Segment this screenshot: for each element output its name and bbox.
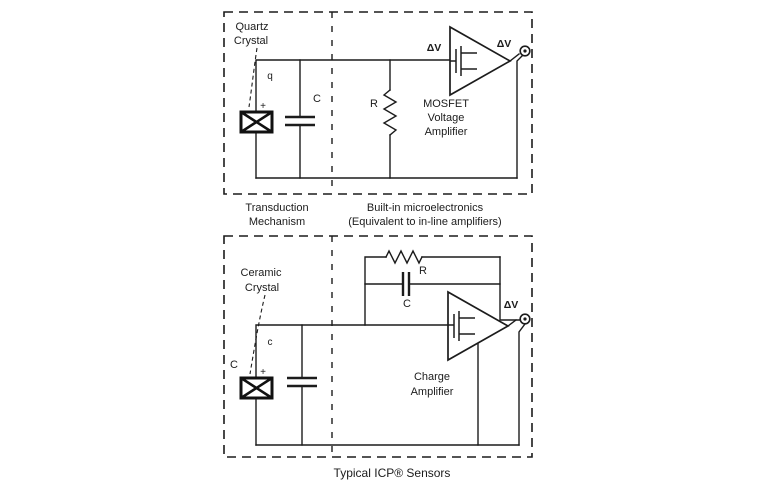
wire xyxy=(255,324,449,379)
quartz-leader-line xyxy=(248,47,258,108)
feedback-capacitor-symbol xyxy=(401,272,411,296)
bottom-wires xyxy=(255,256,526,446)
amp-name-line2: Voltage xyxy=(428,112,465,124)
quartz-crystal-symbol xyxy=(239,110,274,134)
amp-name-line2: Amplifier xyxy=(411,386,454,398)
ceramic-label-line1: Ceramic xyxy=(241,267,282,279)
terminal-dot xyxy=(523,317,527,321)
amp-name-line1: MOSFET xyxy=(423,98,469,110)
polarity-plus: + xyxy=(260,101,266,112)
amp-input-deltaV: ΔV xyxy=(427,42,442,54)
wire xyxy=(255,59,451,113)
amp-name-line1: Charge xyxy=(414,371,450,383)
bottom-dashed-box xyxy=(223,235,533,458)
feedback-resistor-symbol xyxy=(385,249,423,265)
wire xyxy=(509,53,520,62)
bottom-panel: Ceramic Crystal c C + R C ΔV Charge Ampl… xyxy=(223,235,533,458)
wire xyxy=(516,55,523,179)
caption-microelectronics-line1: Built-in microelectronics xyxy=(367,202,484,214)
amp-name-line3: Amplifier xyxy=(425,126,468,138)
wire xyxy=(518,323,526,446)
top-dashed-box xyxy=(223,11,533,195)
amp-output-deltaV: ΔV xyxy=(497,38,512,50)
mosfet-amplifier-symbol xyxy=(449,25,512,97)
feedback-capacitor-label: C xyxy=(403,298,411,310)
charge-c-label: c xyxy=(268,337,273,348)
output-terminal xyxy=(519,45,531,57)
caption-microelectronics-line2: (Equivalent to in-line amplifiers) xyxy=(348,216,501,228)
ceramic-crystal-symbol xyxy=(239,376,274,400)
resistor-label: R xyxy=(370,98,378,110)
figure-title: Typical ICP® Sensors xyxy=(334,466,451,480)
top-wires xyxy=(255,53,523,179)
top-panel: Quartz Crystal q + C R ΔV ΔV MOSFET Volt… xyxy=(223,11,533,195)
wire xyxy=(499,256,521,321)
feedback-resistor-label: R xyxy=(419,265,427,277)
quartz-label-line1: Quartz xyxy=(235,21,268,33)
crystal-capacitance-label: C xyxy=(230,359,238,371)
crystal-x-mark xyxy=(240,110,273,134)
amp-output-deltaV: ΔV xyxy=(504,299,519,311)
crystal-capacitor-symbol xyxy=(287,376,317,388)
polarity-plus: + xyxy=(260,367,266,378)
capacitor-symbol xyxy=(285,115,315,127)
wire xyxy=(507,319,517,327)
terminal-dot xyxy=(523,49,527,53)
caption-transduction-line1: Transduction xyxy=(245,202,308,214)
charge-q-label: q xyxy=(267,71,273,82)
section-captions: Transduction Mechanism Built-in microele… xyxy=(245,202,501,228)
charge-amplifier-symbol xyxy=(447,290,510,362)
capacitor-label: C xyxy=(313,93,321,105)
ceramic-label-line2: Crystal xyxy=(245,282,279,294)
caption-transduction-line2: Mechanism xyxy=(249,216,305,228)
quartz-label-line2: Crystal xyxy=(234,35,268,47)
output-terminal xyxy=(519,313,531,325)
resistor-symbol xyxy=(382,89,398,136)
wire xyxy=(364,256,387,326)
ceramic-leader-line xyxy=(249,294,266,375)
crystal-x-mark xyxy=(240,376,273,400)
amp-triangle xyxy=(447,290,510,362)
